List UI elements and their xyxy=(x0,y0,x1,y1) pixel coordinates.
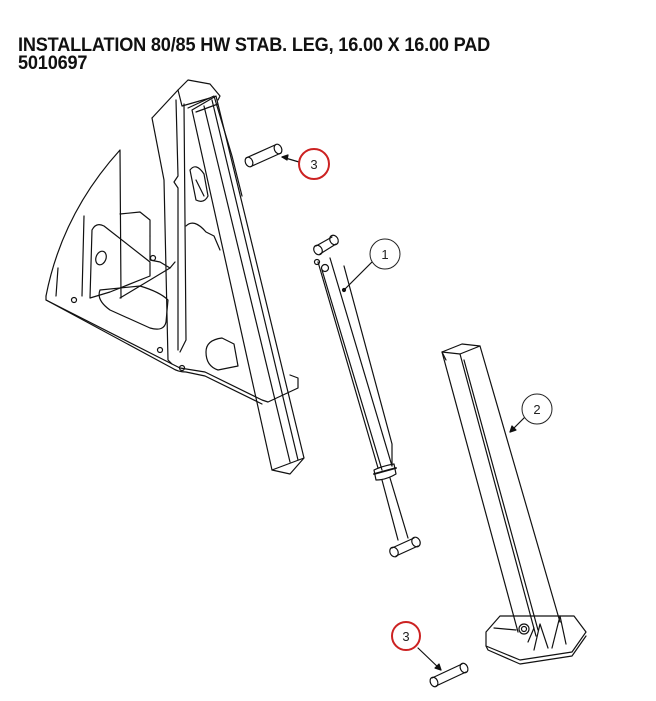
callout-1-label: 1 xyxy=(381,247,388,262)
callout-2-label: 2 xyxy=(533,402,540,417)
callout-1[interactable]: 1 xyxy=(369,238,401,270)
pin-top xyxy=(244,143,300,168)
drawing-title: INSTALLATION 80/85 HW STAB. LEG, 16.00 X… xyxy=(18,34,491,74)
callout-3-bottom[interactable]: 3 xyxy=(391,621,421,651)
pin-bottom xyxy=(417,647,469,688)
callout-3-bottom-label: 3 xyxy=(402,629,409,644)
title-line: INSTALLATION 80/85 HW STAB. LEG, 16.00 X… xyxy=(18,34,491,56)
hydraulic-cylinder xyxy=(313,234,421,558)
callout-2[interactable]: 2 xyxy=(521,393,553,425)
part-number: 5010697 xyxy=(18,52,88,74)
stabilizer-leg xyxy=(441,343,587,665)
callout-3-top-label: 3 xyxy=(310,157,317,172)
mounting-bracket xyxy=(45,79,305,475)
callout-3-top[interactable]: 3 xyxy=(298,148,330,180)
